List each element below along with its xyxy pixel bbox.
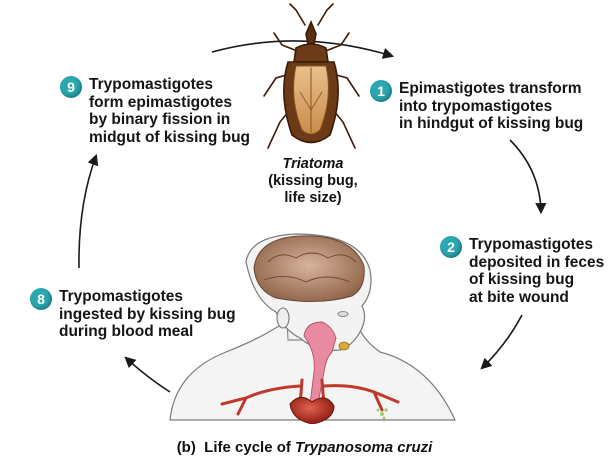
arrow-1-to-2 <box>510 140 541 212</box>
step-2-badge: 2 <box>440 236 462 258</box>
arrow-2-to-human <box>482 315 522 368</box>
step-8-text: Trypomastigotes ingested by kissing bug … <box>59 288 236 341</box>
caption-organism: Trypanosoma cruzi <box>295 439 432 456</box>
arrow-8-to-9 <box>79 156 96 268</box>
step-8-badge: 8 <box>30 288 52 310</box>
kissing-bug-illustration <box>264 4 359 148</box>
step-2-text: Trypomastigotes deposited in feces of ki… <box>469 236 604 306</box>
step-9-badge: 9 <box>60 76 82 98</box>
insect-label: Triatoma (kissing bug, life size) <box>258 156 368 207</box>
insect-common-name: (kissing bug, life size) <box>258 173 368 207</box>
step-1-badge: 1 <box>370 80 392 102</box>
insect-scientific-name: Triatoma <box>258 156 368 173</box>
arrow-human-to-8 <box>126 358 170 392</box>
caption-prefix: (b) Life cycle of <box>177 439 295 456</box>
step-1: 1 Epimastigotes transform into trypomast… <box>370 80 583 133</box>
step-9: 9 Trypomastigotes form epimastigotes by … <box>60 76 250 146</box>
step-9-text: Trypomastigotes form epimastigotes by bi… <box>89 76 250 146</box>
step-1-text: Epimastigotes transform into trypomastig… <box>399 80 583 133</box>
step-2: 2 Trypomastigotes deposited in feces of … <box>440 236 604 306</box>
step-8: 8 Trypomastigotes ingested by kissing bu… <box>30 288 236 341</box>
figure-caption: (b) Life cycle of Trypanosoma cruzi <box>0 439 609 456</box>
